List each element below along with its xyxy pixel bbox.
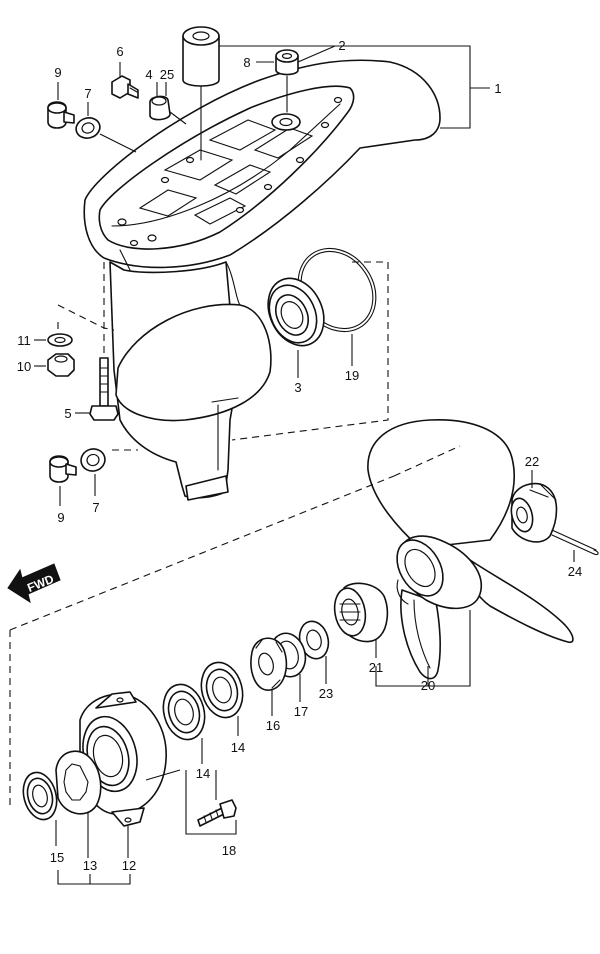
callout-labels: 1 2 3 4 25 5 6 7 7 8 9 9 10 11 12 13 14 … [17,38,582,873]
callout-24: 24 [568,564,582,579]
part-3-bearing[interactable] [258,269,335,354]
callout-9-upper: 9 [54,65,61,80]
part-14-oil-seal-a[interactable] [195,658,248,722]
part-20-propeller[interactable] [367,419,574,680]
part-2-tube-seal[interactable] [182,26,220,161]
part-15-bearing[interactable] [18,769,61,824]
callout-17: 17 [294,704,308,719]
callout-7-lower: 7 [92,500,99,515]
callout-8: 8 [243,55,250,70]
part-23-washer[interactable] [296,618,333,662]
part-21-bushing[interactable] [331,582,389,643]
callout-19: 19 [345,368,359,383]
part-11-washer[interactable] [47,333,73,347]
part-5-stud-bolt[interactable] [89,357,119,421]
part-18-bolt[interactable] [197,799,237,827]
fwd-direction-arrow: FWD [7,563,61,604]
leader-lines [9,45,575,885]
part-9-drain-plug-upper[interactable] [47,101,75,129]
part-14-oil-seal-b[interactable] [157,680,210,744]
part-7-gasket-upper[interactable] [74,115,102,141]
callout-20: 20 [421,678,435,693]
part-6-bolt[interactable] [111,75,139,99]
callout-3: 3 [294,380,301,395]
part-8-bushing[interactable] [275,49,299,113]
callout-2: 2 [338,38,345,53]
callout-10: 10 [17,359,31,374]
callout-13: 13 [83,858,97,873]
callout-11: 11 [17,333,31,348]
callout-23: 23 [319,686,333,701]
part-4-spacer[interactable] [149,95,171,121]
callout-12: 12 [122,858,136,873]
part-10-nut[interactable] [47,353,75,377]
callout-6: 6 [116,44,123,59]
part-16-thrust-ring[interactable] [250,637,288,691]
callout-9-lower: 9 [57,510,64,525]
callout-25: 25 [160,67,174,82]
callout-18: 18 [222,843,236,858]
callout-21: 21 [369,660,383,675]
callout-14-a: 14 [196,766,210,781]
gear-case-housing[interactable] [83,59,441,501]
callout-4: 4 [145,67,152,82]
part-24-cotter-pin[interactable] [551,529,599,556]
callout-14-b: 14 [231,740,245,755]
callout-5: 5 [64,406,71,421]
callout-22: 22 [525,454,539,469]
part-7-gasket-lower[interactable] [79,446,108,473]
callout-1: 1 [494,81,501,96]
part-22-propeller-nut[interactable] [508,482,558,543]
part-13-lock-washer[interactable] [55,750,102,815]
callout-16: 16 [266,718,280,733]
callout-15: 15 [50,850,64,865]
callout-7-upper: 7 [84,86,91,101]
part-9-drain-plug-lower[interactable] [49,455,77,483]
